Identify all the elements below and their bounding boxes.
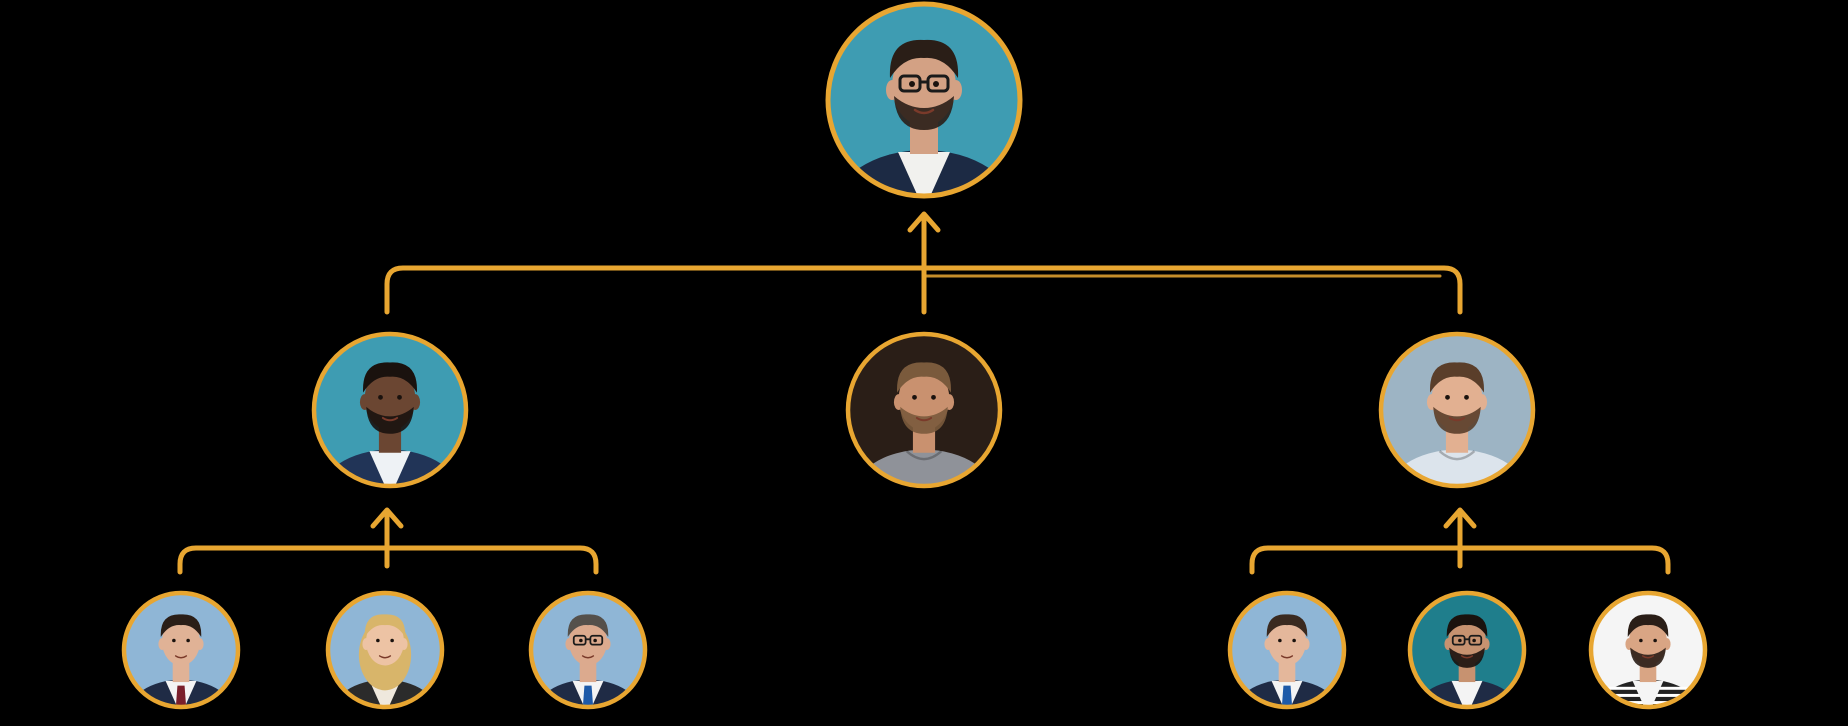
node-manager-left xyxy=(311,331,469,489)
avatar-ring xyxy=(311,331,469,489)
node-manager-right xyxy=(1378,331,1536,489)
avatar-ring xyxy=(1227,590,1347,710)
node-report-right-3 xyxy=(1588,590,1708,710)
node-report-left-3 xyxy=(528,590,648,710)
connector-lines xyxy=(177,211,1671,575)
org-nodes xyxy=(121,1,1708,710)
avatar-ring xyxy=(1407,590,1527,710)
avatar xyxy=(848,334,1000,486)
root-arrow xyxy=(907,211,941,265)
node-report-right-2 xyxy=(1407,590,1527,710)
avatar-ring xyxy=(1378,331,1536,489)
node-manager-center xyxy=(845,331,1003,489)
avatar-ring xyxy=(845,331,1003,489)
avatar-ring xyxy=(825,1,1023,199)
avatar-ring xyxy=(121,590,241,710)
avatar xyxy=(314,334,466,486)
avatar-ring xyxy=(528,590,648,710)
node-report-left-2 xyxy=(325,590,445,710)
avatar-ring xyxy=(325,590,445,710)
avatar xyxy=(1381,334,1533,486)
avatar xyxy=(828,4,1020,196)
avatar-ring xyxy=(1588,590,1708,710)
node-report-left-1 xyxy=(121,590,241,710)
node-top-executive xyxy=(825,1,1023,199)
node-report-right-1 xyxy=(1227,590,1347,710)
